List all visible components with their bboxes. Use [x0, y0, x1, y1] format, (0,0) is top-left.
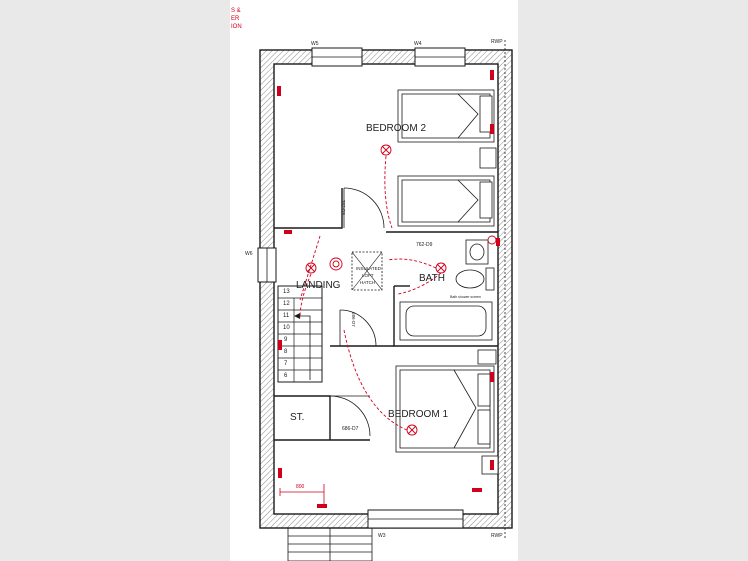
- bed-pillow: [479, 95, 493, 133]
- room-label-landing: LANDING: [296, 280, 341, 291]
- wc-pan: [455, 269, 485, 289]
- stair-step-number: 12: [283, 301, 290, 307]
- switch-wiring: [384, 155, 393, 229]
- bedroom2-furniture: [397, 89, 497, 227]
- loft-hatch-label: LOFT: [362, 273, 374, 278]
- door-tag: 686-D7: [351, 312, 356, 327]
- revision-note-line: ER: [231, 16, 240, 22]
- stair-step-number: 13: [283, 289, 290, 295]
- stair-step-number: 9: [284, 337, 288, 343]
- stair-step-number: 10: [283, 325, 290, 331]
- stair-step-number: 8: [284, 349, 288, 355]
- dimension-value: 800: [296, 484, 305, 490]
- loft-hatch-label: INSULATED: [356, 266, 382, 271]
- switch-wiring: [299, 273, 312, 319]
- socket-outlet-icon: [490, 460, 494, 470]
- smoke-detector-icon: [332, 260, 340, 268]
- bed-pillow: [477, 373, 491, 407]
- door-tag: 686-D7: [342, 426, 359, 432]
- door-swing: [343, 187, 385, 229]
- smoke-detector-icon: [329, 257, 343, 271]
- external-step: [287, 527, 373, 561]
- ceiling-light-icon: [305, 262, 317, 274]
- door-tag: 762-D9: [341, 200, 346, 215]
- arrow-head-icon: [294, 313, 300, 319]
- staircase: 13 12 11 10 9 8 7 6: [277, 285, 323, 383]
- window-tag: W5: [311, 41, 319, 47]
- socket-outlet-icon: [278, 468, 282, 478]
- window-tag: W6: [245, 251, 253, 257]
- ceiling-light-icon: [407, 425, 417, 435]
- windows: [257, 47, 466, 529]
- socket-outlet-icon: [277, 86, 281, 96]
- revision-note-line: S &: [231, 8, 241, 14]
- bed-cover-fold: [457, 179, 479, 223]
- wc-cistern: [485, 267, 495, 291]
- room-label-bedroom-1: BEDROOM 1: [388, 409, 448, 420]
- dimension-line: 800: [279, 484, 325, 504]
- bed-pillow: [477, 409, 491, 445]
- socket-outlet-icon: [490, 124, 494, 134]
- electrical-layout: [299, 144, 497, 436]
- doors: [329, 187, 385, 437]
- bedroom1-furniture: [395, 365, 499, 475]
- socket-outlet-icon: [490, 70, 494, 80]
- bath-note: Bath shower screen: [450, 295, 481, 299]
- switch-wiring: [387, 258, 437, 269]
- partition-bedroom2-landing: [274, 188, 343, 229]
- bed-cover-fold: [453, 369, 477, 449]
- ceiling-light-icon: [306, 263, 316, 273]
- stair-step-number: 6: [284, 373, 288, 379]
- socket-outlet-icon: [496, 238, 500, 246]
- socket-outlet-icon: [472, 488, 482, 492]
- loft-hatch: INSULATED LOFT HATCH: [351, 251, 383, 291]
- bedside-table: [479, 147, 497, 169]
- stair-step-number: 11: [283, 313, 290, 319]
- loft-hatch-cross: [351, 251, 383, 291]
- rwp-label: RWP: [491, 533, 503, 539]
- door-swing: [339, 309, 377, 347]
- room-label-bedroom-2: BEDROOM 2: [366, 123, 426, 134]
- socket-outlet-icon: [490, 372, 494, 382]
- revision-note-line: ION: [231, 24, 242, 30]
- bath-inner: [405, 305, 487, 337]
- switch-wiring: [397, 272, 442, 295]
- basin-bowl: [469, 243, 485, 261]
- switch-wiring: [299, 235, 321, 301]
- revision-note: S & ER ION: [231, 7, 242, 31]
- ceiling-light-icon: [436, 263, 446, 273]
- socket-outlet-icon: [284, 230, 292, 234]
- window-tag: W4: [414, 41, 422, 47]
- stair-direction-arrow: [300, 315, 311, 380]
- window-tag: W3: [378, 533, 386, 539]
- bed-pillow: [479, 181, 493, 219]
- towel-rail: [477, 349, 497, 365]
- rwp-label: RWP: [491, 39, 503, 45]
- ceiling-light-icon: [380, 144, 392, 156]
- door-swing: [329, 395, 371, 437]
- loft-hatch-label: HATCH: [360, 280, 375, 285]
- socket-outlet-icon: [317, 504, 327, 508]
- ceiling-light-icon: [381, 145, 391, 155]
- room-label-bath: BATH: [419, 273, 445, 284]
- stair-step-number: 7: [284, 361, 288, 367]
- socket-outlets: [277, 70, 500, 508]
- bathroom-fittings: [399, 239, 497, 365]
- room-label-store: ST.: [290, 412, 304, 423]
- switch-wiring: [343, 329, 408, 431]
- socket-outlet-icon: [278, 340, 282, 350]
- bed-cover-fold: [457, 93, 479, 139]
- door-tag: 762-D9: [416, 242, 433, 248]
